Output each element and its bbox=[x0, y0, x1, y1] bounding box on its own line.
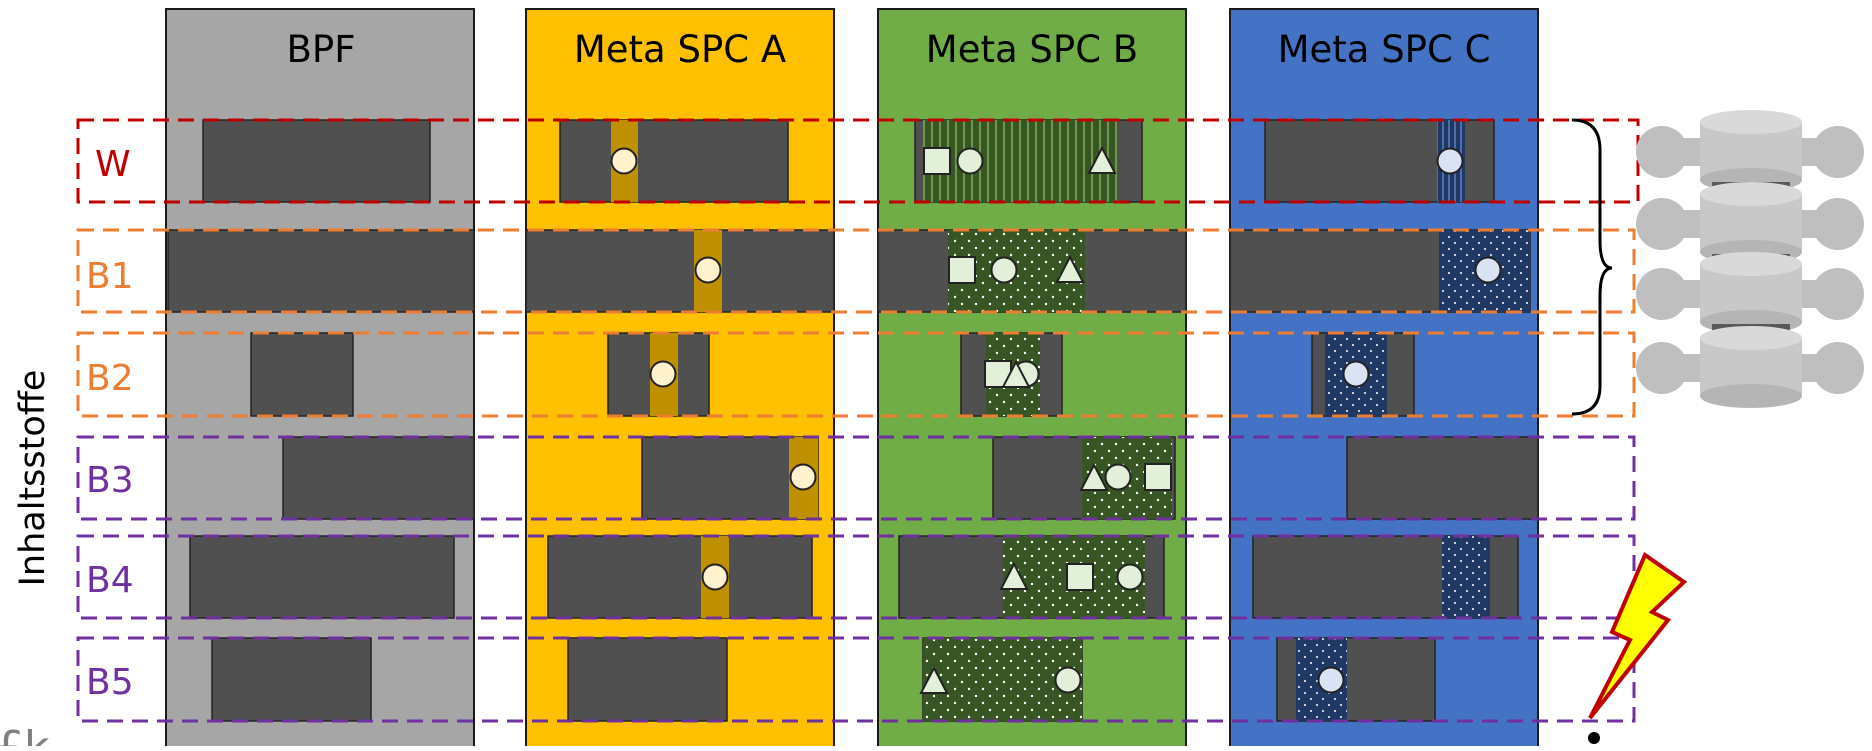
vertebra-top bbox=[1700, 182, 1802, 206]
marker-triangle bbox=[1087, 145, 1117, 174]
column-title-meta-spc-a: Meta SPC A bbox=[574, 28, 786, 71]
row-box-b2 bbox=[76, 331, 1636, 418]
marker-triangle bbox=[999, 561, 1029, 590]
vertebra bbox=[1636, 252, 1864, 338]
marker-square bbox=[1144, 463, 1172, 491]
row-box-b4 bbox=[76, 534, 1636, 620]
marker-triangle bbox=[1055, 254, 1085, 283]
footer-fragment: £k bbox=[0, 722, 50, 746]
marker-circle bbox=[1342, 360, 1370, 388]
vertebra-top bbox=[1700, 252, 1802, 276]
marker-circle bbox=[956, 147, 984, 175]
column-title-bpf: BPF bbox=[287, 28, 356, 71]
marker-circle bbox=[649, 360, 677, 388]
row-label-b3: B3 bbox=[86, 460, 134, 501]
vertebra-bottom bbox=[1700, 384, 1802, 408]
row-box-b3 bbox=[76, 435, 1636, 521]
lightning-bolt-icon bbox=[1588, 551, 1688, 720]
row-label-b2: B2 bbox=[86, 358, 134, 399]
row-boxes bbox=[76, 118, 1640, 723]
vertebra-top bbox=[1700, 110, 1802, 134]
marker-circle bbox=[1054, 666, 1082, 694]
c-bar-b3 bbox=[1346, 436, 1539, 520]
marker-circle bbox=[694, 256, 722, 284]
marker-circle bbox=[610, 147, 638, 175]
marker-circle bbox=[1116, 563, 1144, 591]
marker-circle bbox=[1317, 666, 1345, 694]
bpf-bar-b3 bbox=[282, 436, 475, 520]
bpf-bar-b5 bbox=[211, 637, 372, 722]
marker-circle bbox=[1104, 463, 1132, 491]
marker-square bbox=[923, 147, 951, 175]
marker-circle bbox=[701, 563, 729, 591]
a-bar-b5 bbox=[567, 637, 728, 722]
row-label-b1: B1 bbox=[86, 256, 134, 297]
row-label-b4: B4 bbox=[86, 560, 134, 601]
vertebra-top bbox=[1700, 326, 1802, 350]
a-bar-w bbox=[559, 119, 789, 203]
a-bar-b4 bbox=[547, 535, 813, 619]
bpf-bar-b4 bbox=[189, 535, 455, 619]
c-overlay-dotted bbox=[1442, 536, 1490, 618]
curly-brace-icon bbox=[1571, 118, 1613, 416]
column-title-meta-spc-c: Meta SPC C bbox=[1278, 28, 1491, 71]
marker-square bbox=[948, 256, 976, 284]
vertebra bbox=[1636, 326, 1864, 408]
row-box-b5 bbox=[76, 636, 1636, 723]
a-bar-b1 bbox=[525, 229, 835, 313]
marker-triangle bbox=[1079, 462, 1109, 491]
bpf-bar-b1 bbox=[167, 229, 475, 313]
marker-square bbox=[1066, 563, 1094, 591]
bars-layer bbox=[167, 119, 1539, 722]
row-label-w: W bbox=[95, 144, 131, 185]
row-label-b5: B5 bbox=[86, 662, 134, 703]
bpf-bar-w bbox=[202, 119, 431, 203]
marker-triangle bbox=[919, 665, 949, 694]
spine-vertebrae-icon bbox=[1636, 110, 1864, 408]
y-axis-label: Inhaltsstoffe bbox=[13, 370, 53, 587]
marker-circle bbox=[990, 256, 1018, 284]
marker-circle bbox=[1436, 147, 1464, 175]
markers-layer bbox=[610, 145, 1502, 694]
footer-dot bbox=[1588, 732, 1600, 744]
marker-triangle bbox=[1001, 359, 1031, 388]
marker-circle bbox=[789, 463, 817, 491]
column-title-meta-spc-b: Meta SPC B bbox=[926, 28, 1138, 71]
marker-circle bbox=[1474, 256, 1502, 284]
row-box-b1 bbox=[76, 228, 1636, 314]
b-overlay-striped bbox=[923, 120, 1117, 202]
bpf-bar-b2 bbox=[250, 332, 354, 417]
